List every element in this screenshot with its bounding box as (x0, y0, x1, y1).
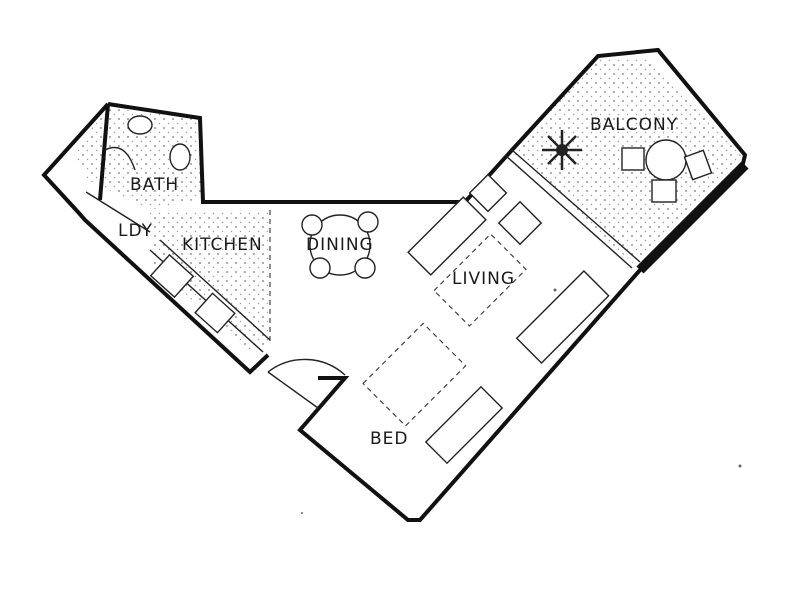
plant-icon (542, 130, 582, 170)
dining-chair-icon (301, 214, 323, 236)
armchair-icon (468, 173, 508, 213)
outer-wall-west (41, 102, 270, 375)
balcony-chair-icon (651, 179, 677, 203)
balcony-chair-icon (683, 149, 713, 181)
sink-icon (149, 253, 195, 299)
bed-icon (362, 322, 467, 427)
balcony-edge (636, 161, 749, 274)
entry-door (267, 358, 346, 409)
balcony-table-icon (645, 139, 687, 181)
room-label-balcony: BALCONY (590, 115, 678, 135)
room-label-living: LIVING (452, 269, 515, 289)
shower-icon (104, 146, 136, 171)
scan-speck (301, 512, 303, 514)
armchair-icon (497, 200, 543, 246)
balcony-chair-icon (621, 147, 645, 171)
basin-icon (127, 115, 153, 135)
scan-speck (738, 464, 742, 468)
kitchen-floor (150, 210, 270, 350)
toilet-icon (169, 143, 191, 171)
room-label-dining: DINING (306, 235, 374, 255)
dining-chair-icon (357, 211, 379, 233)
desk-icon (515, 270, 610, 364)
outer-wall (107, 47, 748, 522)
bedside-sofa-icon (424, 385, 504, 465)
bath-wall (98, 103, 110, 201)
balcony-glass-2 (511, 149, 641, 263)
ldy-wall (85, 191, 151, 233)
room-label-bed: BED (370, 429, 409, 449)
dining-chair-icon (354, 257, 376, 279)
kitchen-bench-inner (159, 239, 271, 341)
sofa-icon (407, 196, 487, 276)
room-label-bath: BATH (130, 175, 179, 195)
balcony-glass (504, 154, 633, 269)
scan-speck (553, 288, 557, 292)
room-label-ldy: LDY (118, 221, 153, 241)
rug (433, 233, 527, 327)
room-label-kitchen: KITCHEN (182, 235, 263, 255)
dining-chair-icon (309, 257, 331, 279)
stove-icon (194, 292, 236, 334)
